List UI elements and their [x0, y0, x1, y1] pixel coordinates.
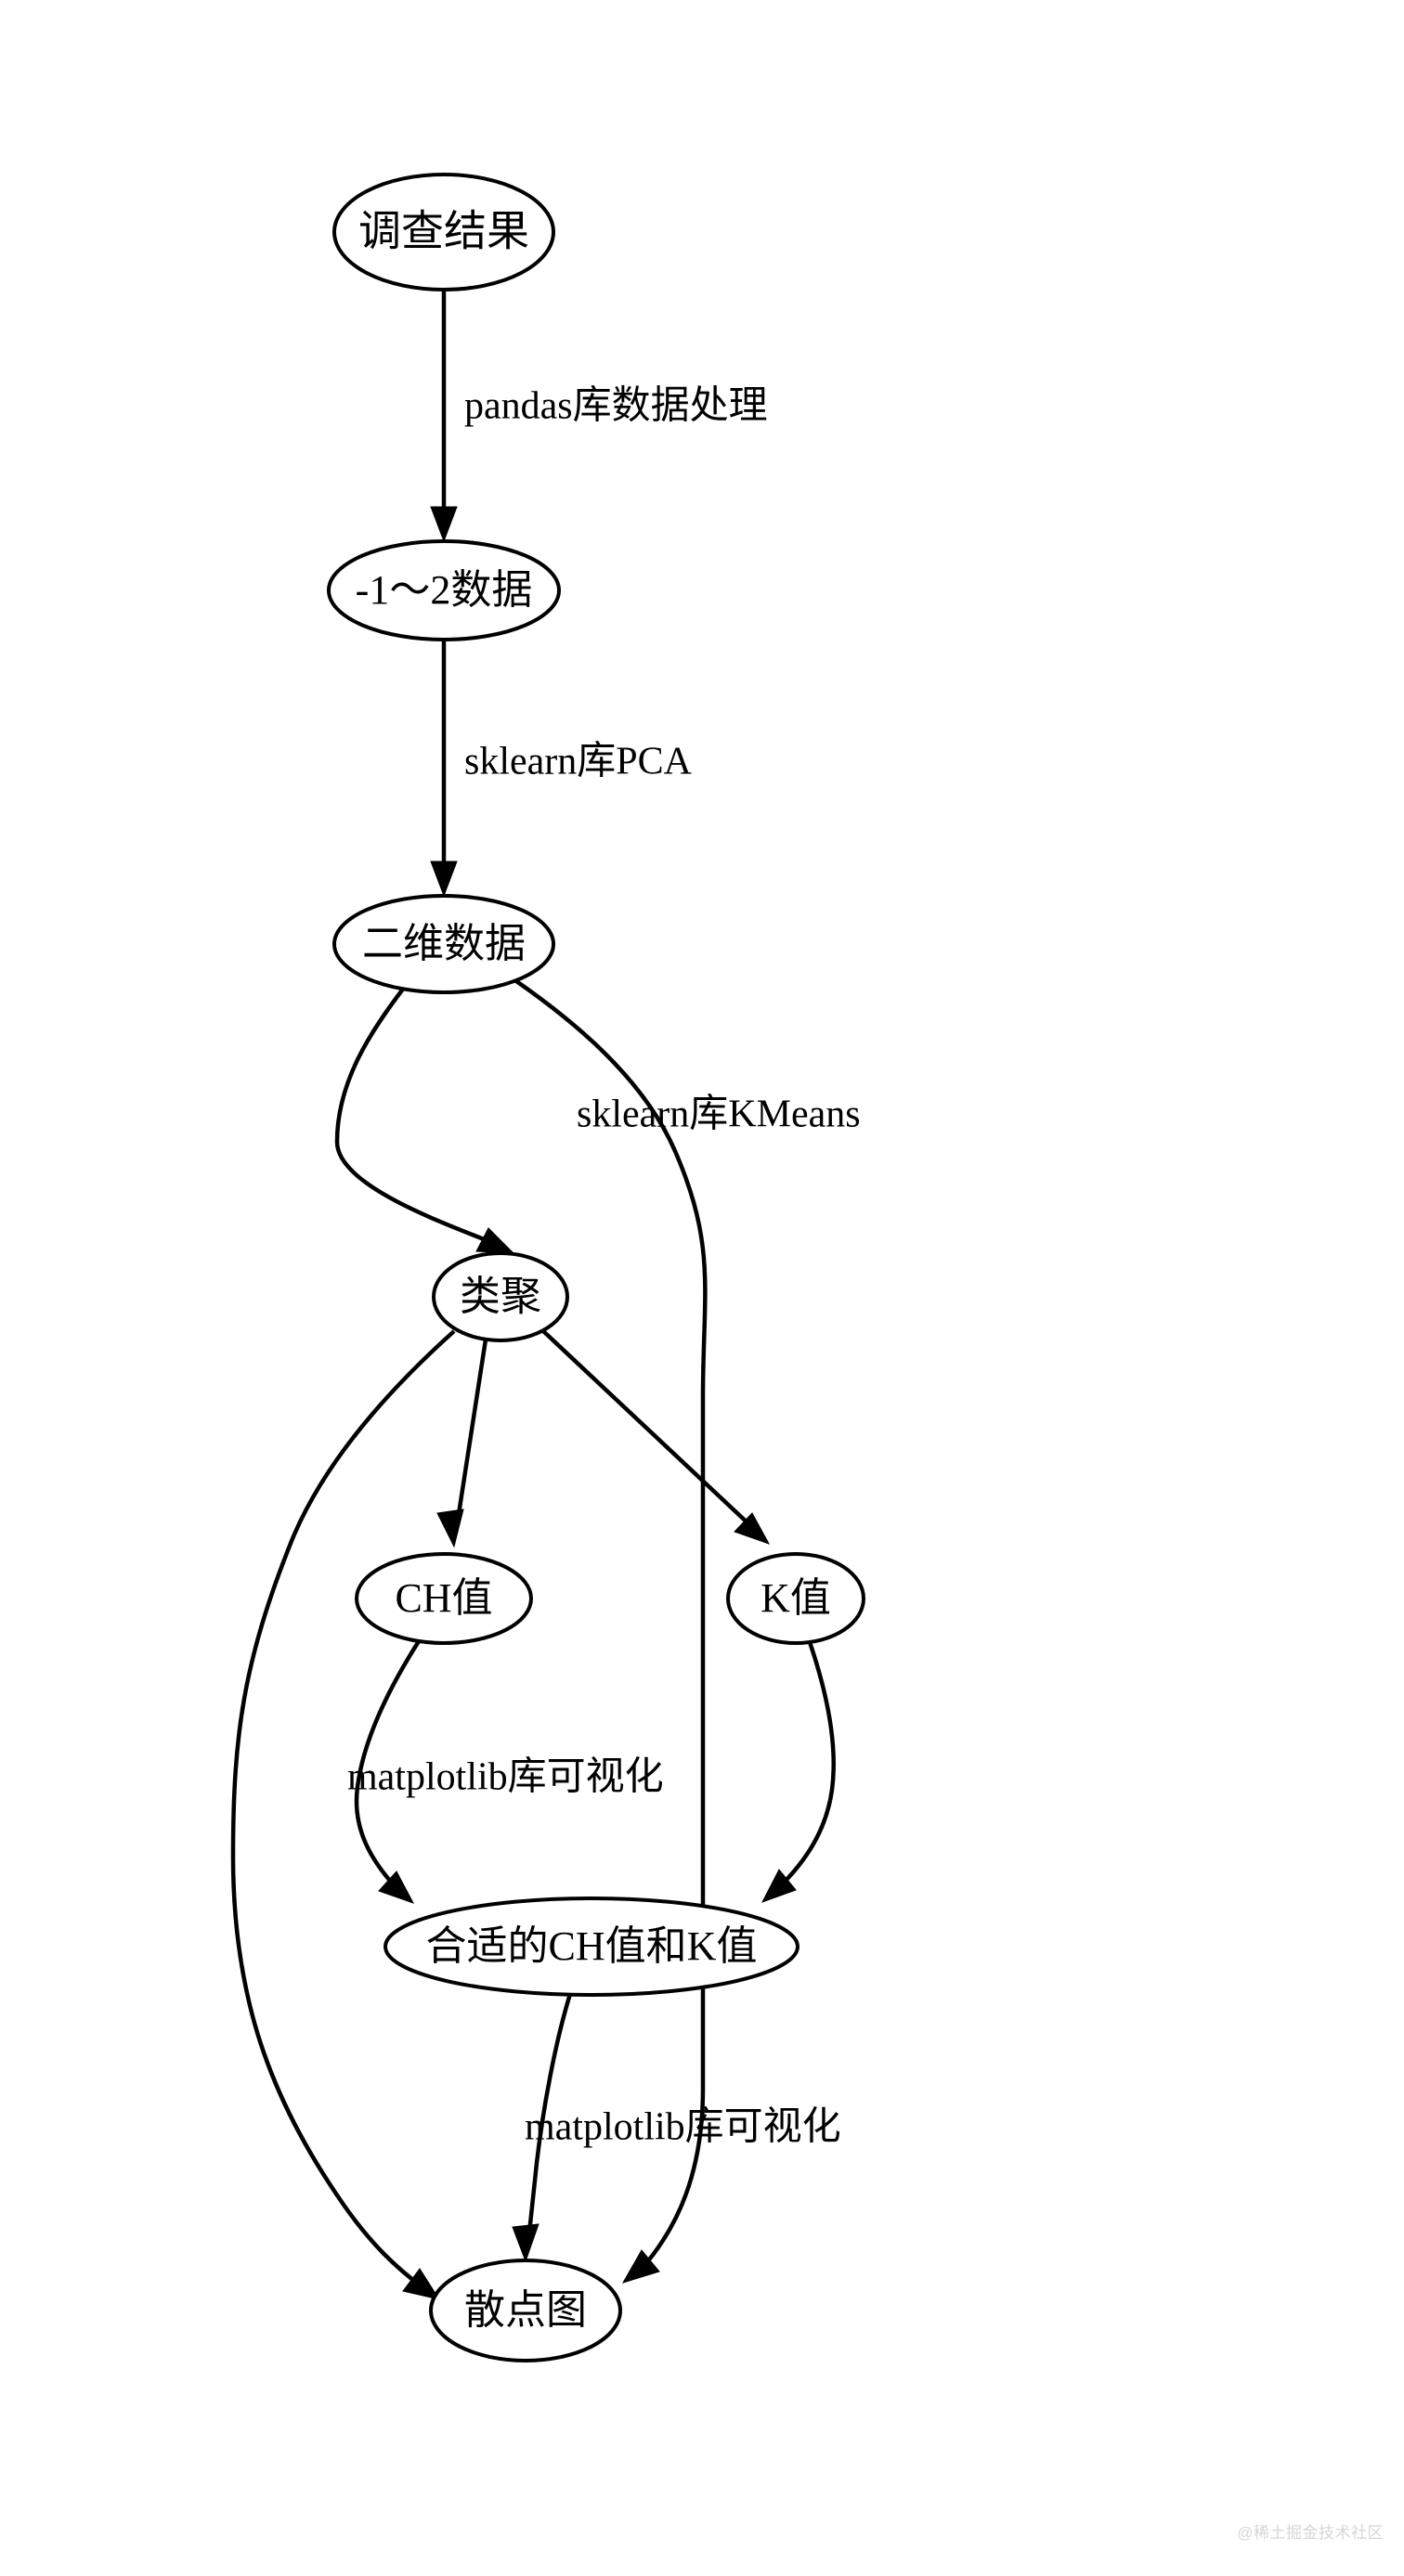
- node-shape: [429, 2259, 622, 2362]
- edge-path: [526, 1993, 573, 2243]
- edge-cluster-to-scatter: [230, 1329, 456, 2300]
- edge-label-matplotlib-top: matplotlib库可视化: [347, 1756, 664, 1799]
- edge-path: [354, 1639, 421, 1891]
- edge-label-pandas: pandas库数据处理: [464, 385, 768, 428]
- arrow-head: [475, 1227, 515, 1254]
- edge-path: [230, 1329, 456, 2289]
- edge-twodim-to-cluster: [334, 986, 515, 1254]
- edge-path: [502, 971, 708, 2272]
- arrow-head: [760, 1869, 797, 1903]
- edge-cluster-to-chvalue: [436, 1339, 488, 1548]
- edge-label-pca: sklearn库PCA: [464, 741, 693, 783]
- node-range[interactable]: -1～2数据: [327, 539, 561, 641]
- arrow-head: [402, 2268, 441, 2300]
- node-chvalue[interactable]: CH值: [355, 1552, 533, 1645]
- edge-path: [334, 986, 496, 1247]
- node-shape: [327, 539, 561, 641]
- node-layer: 调查结果 -1～2数据 二维数据 类聚 CH值 K值: [327, 173, 865, 2362]
- arrow-head: [430, 861, 458, 898]
- arrow-head: [734, 1512, 771, 1545]
- edge-range-to-twodim: [430, 640, 458, 898]
- node-shape: [726, 1552, 865, 1645]
- node-twodim[interactable]: 二维数据: [332, 894, 555, 994]
- node-label: 合适的CH值和K值: [426, 1923, 758, 1969]
- edge-path: [540, 1327, 756, 1531]
- node-label: 二维数据: [362, 921, 526, 966]
- node-label: 类聚: [460, 1274, 541, 1319]
- arrow-head: [378, 1871, 415, 1904]
- node-shape: [332, 894, 555, 994]
- edge-cluster-to-kvalue: [540, 1327, 771, 1545]
- node-shape: [384, 1896, 800, 1997]
- node-label: -1～2数据: [356, 567, 533, 613]
- edge-kvalue-to-bestpick: [760, 1641, 836, 1903]
- node-shape: [432, 1251, 569, 1342]
- edge-label-layer: pandas库数据处理 sklearn库PCA sklearn库KMeans m…: [347, 385, 861, 2149]
- node-shape: [332, 173, 555, 291]
- node-cluster[interactable]: 类聚: [432, 1251, 569, 1342]
- edge-bestpick-to-scatter: [512, 1993, 573, 2263]
- edge-label-matplotlib-bottom: matplotlib库可视化: [525, 2106, 841, 2149]
- node-label: 散点图: [464, 2287, 587, 2333]
- arrow-head: [436, 1508, 464, 1548]
- node-label: CH值: [395, 1575, 492, 1621]
- watermark: @稀土掘金技术社区: [1237, 2524, 1384, 2542]
- node-label: K值: [760, 1575, 831, 1621]
- node-bestpick[interactable]: 合适的CH值和K值: [384, 1896, 800, 1997]
- edge-survey-to-range: [430, 290, 458, 543]
- node-scatter[interactable]: 散点图: [429, 2259, 622, 2362]
- edge-twodim-to-scatter: [502, 971, 708, 2284]
- node-kvalue[interactable]: K值: [726, 1552, 865, 1645]
- node-shape: [355, 1552, 533, 1645]
- node-survey[interactable]: 调查结果: [332, 173, 555, 291]
- edge-chvalue-to-bestpick: [354, 1639, 421, 1904]
- arrow-head: [621, 2249, 660, 2284]
- node-label: 调查结果: [358, 208, 529, 255]
- edge-path: [454, 1339, 488, 1527]
- arrow-head: [430, 506, 458, 543]
- edge-path: [776, 1641, 836, 1890]
- edge-layer: [230, 290, 836, 2300]
- edge-label-kmeans: sklearn库KMeans: [577, 1094, 861, 1136]
- arrow-head: [512, 2223, 540, 2263]
